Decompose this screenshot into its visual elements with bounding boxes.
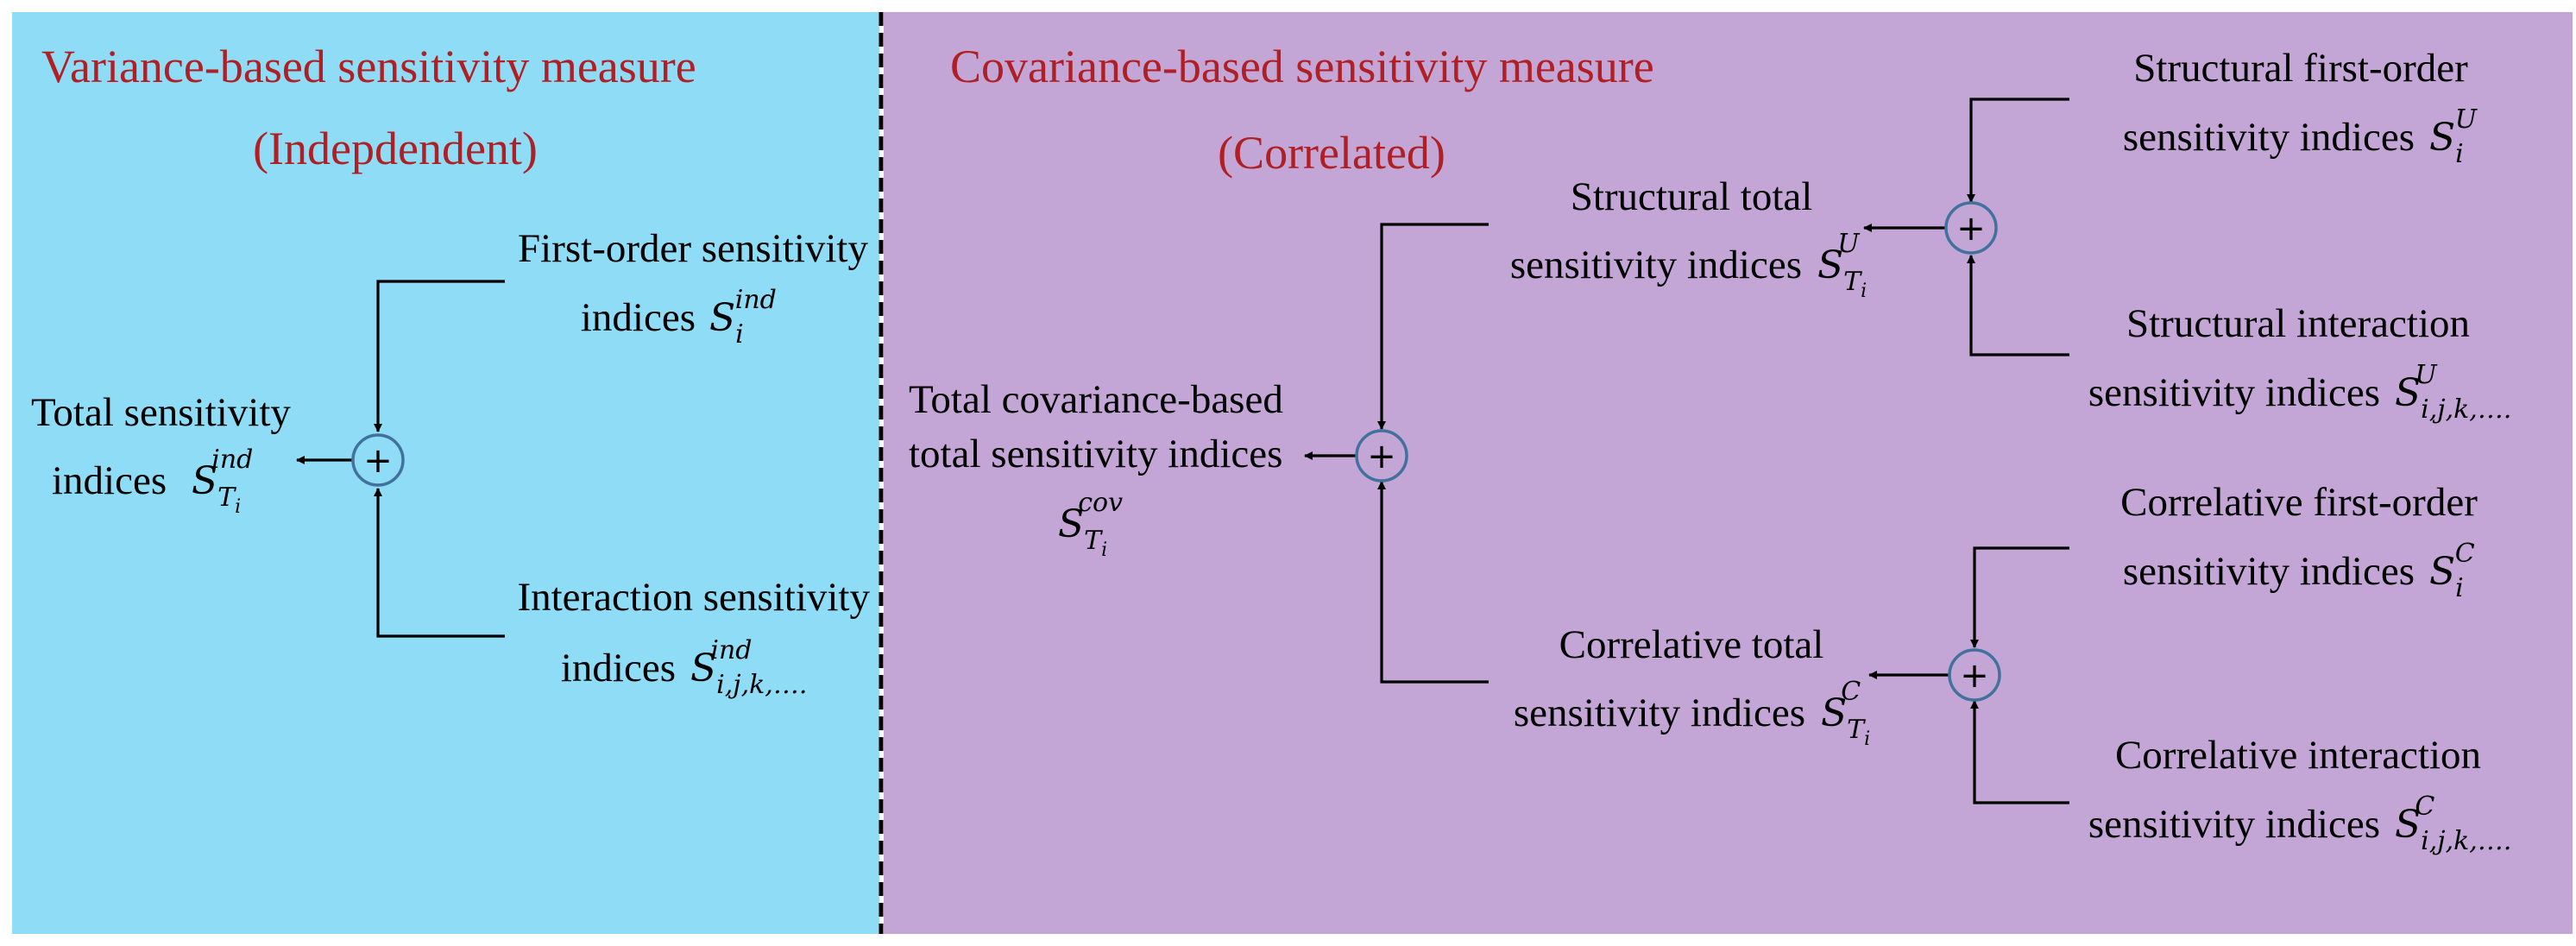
right-title-line1: Covariance-based sensitivity measure [950, 41, 1654, 92]
structural-sum-symbol: + [1956, 209, 1986, 249]
structural-interaction-symbol: Si,j,k,….U [2395, 360, 2511, 425]
correlative-interaction-connector [1970, 700, 2069, 804]
correlative-total-label-line1: Correlative total [1559, 622, 1824, 667]
structural-first-order-label-line1: Structural first-order [2133, 46, 2468, 91]
correlative-sum-symbol: + [1960, 656, 1989, 696]
interaction-label-line1: Interaction sensitivity [517, 575, 870, 620]
structural-sum-node [1944, 201, 1998, 255]
structural-interaction-connector [1967, 255, 2069, 356]
structural-total-label-line2: sensitivity indices [1510, 243, 1802, 287]
left-top-connector [374, 280, 505, 432]
total-sensitivity-label-line2: indices [52, 458, 167, 503]
total-sum-node [1355, 429, 1408, 482]
left-sum-node [351, 433, 405, 487]
correlative-first-order-symbol: SiC [2429, 539, 2475, 603]
total-cov-label-line2: total sensitivity indices [909, 432, 1282, 476]
left-title-line2: (Indepdendent) [253, 123, 538, 174]
structural-total-symbol: STiU [1817, 229, 1867, 302]
left-sum-symbol: + [363, 441, 393, 481]
structural-first-order-connector [1967, 98, 2069, 203]
correlative-interaction-label-line1: Correlative interaction [2115, 733, 2481, 778]
first-order-label-line2: indices [581, 295, 696, 340]
total-sensitivity-label-line1: Total sensitivity [31, 390, 291, 435]
correlative-sum-node [1948, 648, 2001, 702]
first-order-symbol: Siind [709, 285, 777, 350]
interaction-label-line2: indices [561, 646, 676, 691]
first-order-label-line1: First-order sensitivity [518, 226, 868, 271]
correlative-first-order-connector [1970, 546, 2069, 648]
structural-total-connector [1377, 223, 1489, 430]
total-cov-label-line1: Total covariance-based [909, 377, 1283, 422]
correlative-first-order-label-line1: Correlative first-order [2120, 480, 2478, 525]
left-panel-background [12, 12, 879, 934]
right-title-line2: (Correlated) [1218, 127, 1445, 179]
correlative-interaction-label-line2: sensitivity indices [2088, 802, 2380, 847]
total-cov-symbol: STicov [1058, 488, 1123, 561]
structural-interaction-label-line2: sensitivity indices [2088, 370, 2380, 415]
correlative-total-symbol: STiC [1821, 677, 1870, 750]
right-panel-background [884, 12, 2573, 934]
correlative-total-label-line2: sensitivity indices [1514, 691, 1805, 735]
structural-first-order-label-line2: sensitivity indices [2123, 115, 2415, 160]
total-sensitivity-symbol: STiind [192, 445, 253, 518]
left-title-line1: Variance-based sensitivity measure [41, 41, 696, 92]
correlative-interaction-symbol: Si,j,k,….C [2395, 791, 2511, 856]
left-bottom-connector [374, 488, 505, 638]
structural-total-label-line1: Structural total [1571, 174, 1813, 219]
interaction-symbol: Si,j,k,….ind [690, 635, 807, 700]
structural-first-order-symbol: SiU [2429, 104, 2478, 169]
correlative-first-order-label-line2: sensitivity indices [2123, 549, 2415, 594]
structural-interaction-label-line1: Structural interaction [2126, 301, 2470, 346]
correlative-total-connector [1377, 481, 1489, 684]
total-sum-symbol: + [1367, 437, 1396, 476]
